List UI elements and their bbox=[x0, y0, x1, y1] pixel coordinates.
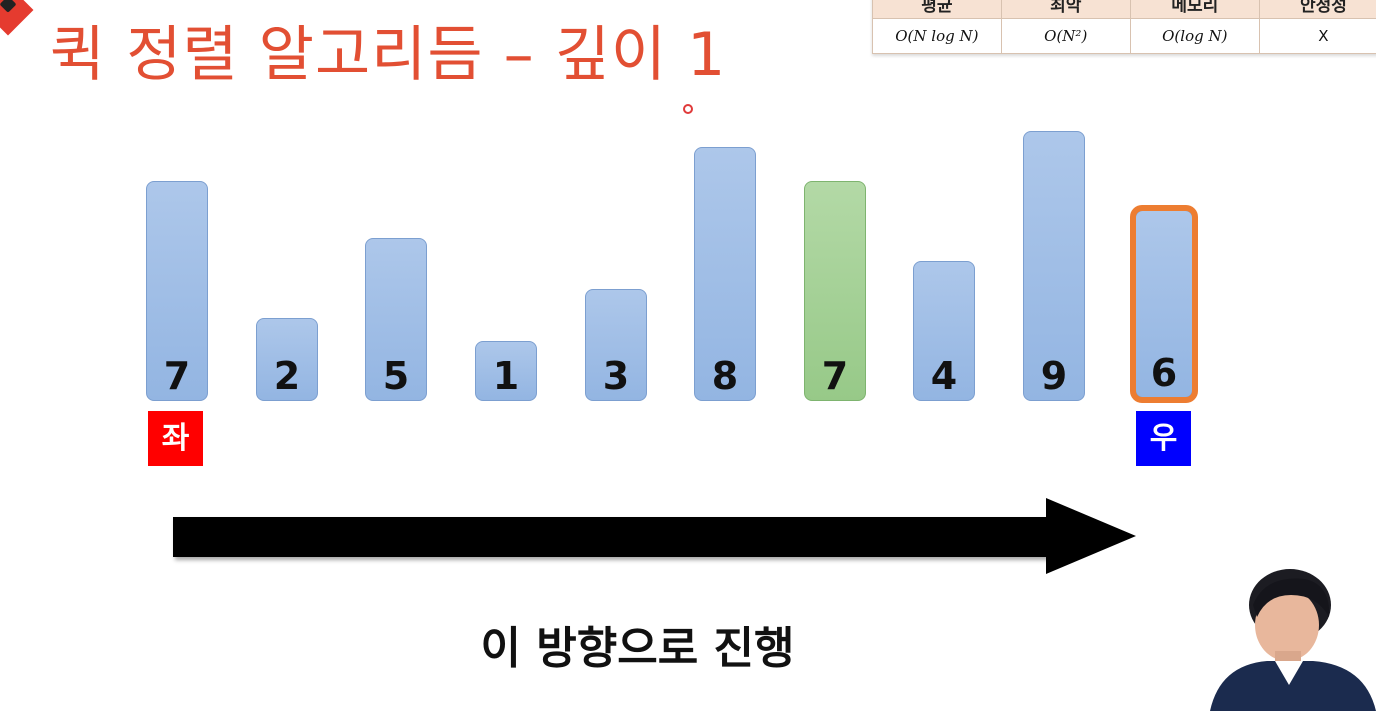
array-bar-value: 5 bbox=[382, 354, 410, 398]
value-average: O(N log N) bbox=[872, 18, 1002, 54]
array-bar-value: 9 bbox=[1040, 354, 1068, 398]
pivot-bar: 7 bbox=[804, 181, 866, 401]
right-pointer-label: 우 bbox=[1136, 411, 1191, 466]
direction-caption: 이 방향으로 진행 bbox=[480, 623, 795, 674]
array-bar-value: 8 bbox=[711, 354, 739, 398]
array-bar: 9 bbox=[1023, 131, 1085, 401]
value-memory: O(log N) bbox=[1129, 18, 1260, 54]
array-bar: 5 bbox=[365, 238, 427, 401]
array-bar-value: 2 bbox=[273, 354, 301, 398]
array-bar-value: 7 bbox=[163, 354, 191, 398]
right-arrow-head bbox=[1046, 498, 1136, 574]
right-arrow-icon bbox=[173, 517, 1048, 557]
header-memory: 메모리 bbox=[1129, 0, 1260, 19]
array-bar-value: 6 bbox=[1150, 351, 1178, 395]
array-bar-value: 4 bbox=[930, 354, 958, 398]
left-pointer-label: 좌 bbox=[148, 411, 203, 466]
array-bar: 6 bbox=[1135, 210, 1193, 398]
presenter-webcam-image bbox=[1205, 565, 1376, 711]
complexity-value-row: O(N log N) O(N²) O(log N) X bbox=[872, 18, 1376, 54]
array-bar: 4 bbox=[913, 261, 975, 401]
array-bar: 8 bbox=[694, 147, 756, 401]
cursor-dot-icon bbox=[683, 104, 693, 114]
array-bar-value: 1 bbox=[492, 354, 520, 398]
header-stability: 안정성 bbox=[1258, 0, 1376, 19]
array-bar-value: 3 bbox=[602, 354, 630, 398]
right-pointer-highlight bbox=[1130, 205, 1198, 403]
array-bar: 7 bbox=[146, 181, 208, 401]
complexity-table: 평균 최악 메모리 안정성 O(N log N) O(N²) O(log N) … bbox=[872, 0, 1376, 54]
value-worst: O(N²) bbox=[1000, 18, 1131, 54]
array-bar: 1 bbox=[475, 341, 537, 401]
page-title: 퀵 정렬 알고리듬 – 깊이 1 bbox=[50, 20, 727, 90]
array-bar: 2 bbox=[256, 318, 318, 401]
header-average: 평균 bbox=[872, 0, 1002, 19]
array-bar-value: 7 bbox=[821, 354, 849, 398]
array-bar: 3 bbox=[585, 289, 647, 401]
value-stability: X bbox=[1258, 18, 1376, 54]
